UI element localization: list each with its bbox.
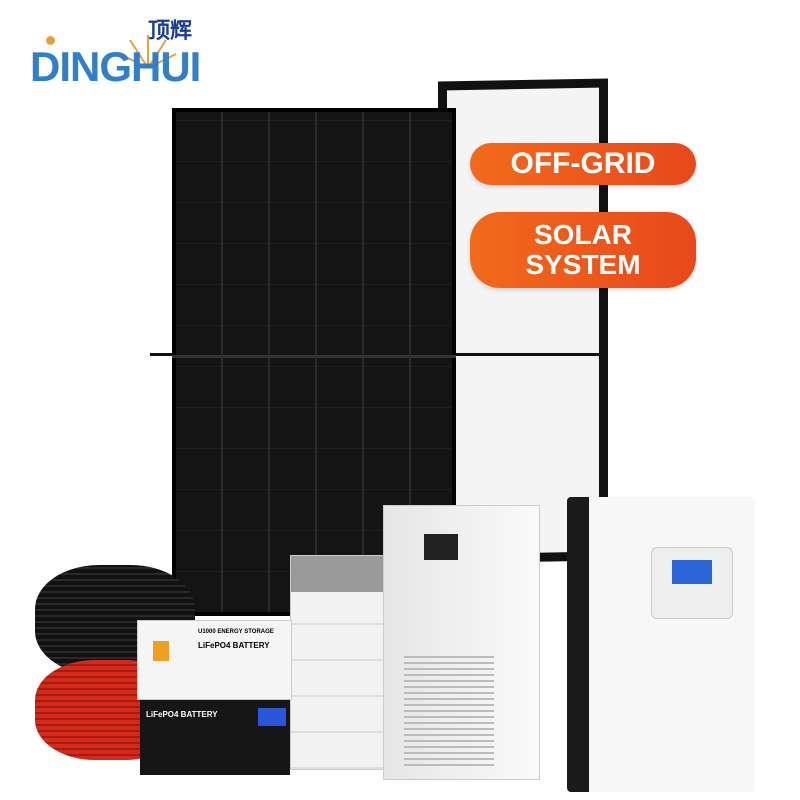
inverter-lcd xyxy=(672,560,712,584)
logo-text: DINGHUI xyxy=(30,43,201,90)
battery-lcd xyxy=(258,708,286,726)
off-grid-badge: OFF-GRID xyxy=(470,143,696,185)
badge-line-1: SOLAR xyxy=(534,219,632,250)
battery-terminal xyxy=(153,641,169,661)
cabinet-display xyxy=(424,534,458,560)
sun-rays-icon xyxy=(119,35,177,69)
black-battery-module: LiFePO4 BATTERY xyxy=(140,700,290,775)
solar-system-badge: SOLAR SYSTEM xyxy=(470,212,696,288)
panel-cable-left xyxy=(150,353,172,356)
solar-panel-front xyxy=(172,108,456,616)
battery-label: LiFePO4 BATTERY xyxy=(198,641,270,650)
badge-line-2: SYSTEM xyxy=(525,249,641,280)
inverter-panel xyxy=(651,547,733,619)
logo-dot xyxy=(46,36,55,45)
white-battery-module: U1000 ENERGY STORAGE LiFePO4 BATTERY xyxy=(137,620,292,700)
wall-inverter xyxy=(567,497,755,792)
logo-chinese: 顶辉 xyxy=(148,18,193,43)
panel-divider xyxy=(172,355,456,358)
battery-label: LiFePO4 BATTERY xyxy=(146,710,218,719)
brand-logo: DINGHUI 顶辉 xyxy=(30,20,220,90)
panel-cable xyxy=(455,353,605,356)
battery-model: U1000 ENERGY STORAGE xyxy=(198,629,274,635)
cabinet-inverter xyxy=(383,505,540,780)
cabinet-vent xyxy=(404,656,494,766)
